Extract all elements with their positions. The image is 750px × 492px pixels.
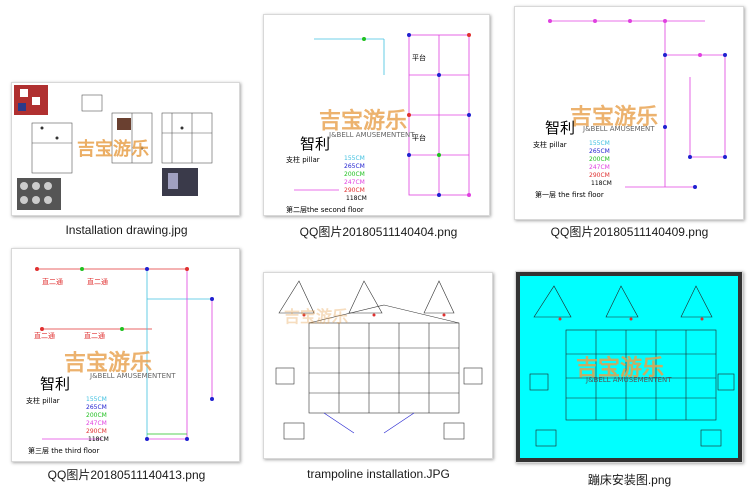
watermark-text: J&BELL AMUSEMENTENT bbox=[586, 376, 672, 384]
watermark-text: J&BELL AMUSEMENTENT bbox=[329, 131, 415, 139]
slide-label: 直二通 bbox=[34, 332, 55, 340]
watermark-logo: 吉宝游乐 bbox=[570, 105, 659, 130]
file-tile-qq-0413[interactable]: 直二通 直二通 直二通 直二通 吉宝游乐 J&BELL AMUSEMENTENT… bbox=[4, 246, 249, 492]
platform-label: 平台 bbox=[412, 134, 426, 142]
legend-290: 290CM bbox=[344, 187, 365, 194]
teal-canvas bbox=[520, 276, 738, 458]
pillar-label: 支柱 pillar bbox=[533, 141, 567, 149]
installation-drawing-preview bbox=[14, 85, 213, 210]
file-name: QQ图片20180511140413.png bbox=[47, 468, 206, 482]
legend-265: 265CM bbox=[589, 148, 610, 155]
second-floor-drawing-preview bbox=[294, 33, 471, 197]
legend-155: 155CM bbox=[344, 155, 365, 162]
watermark-logo: 吉宝游乐 bbox=[284, 307, 349, 326]
legend-247: 247CM bbox=[589, 164, 610, 171]
floor-label: 第一层 the first floor bbox=[535, 191, 604, 199]
legend-247: 247CM bbox=[86, 420, 107, 427]
file-name: QQ图片20180511140404.png bbox=[299, 225, 458, 239]
thumbnail: 平台 平台 吉宝游乐 J&BELL AMUSEMENTENT 智利 支柱 pil… bbox=[263, 14, 490, 216]
watermark-text: J&BELL AMUSEMENT bbox=[583, 125, 655, 133]
file-tile-qq-0409[interactable]: 吉宝游乐 J&BELL AMUSEMENT 智利 支柱 pillar 155CM… bbox=[507, 4, 750, 250]
legend-265: 265CM bbox=[86, 404, 107, 411]
legend-290: 290CM bbox=[86, 428, 107, 435]
first-floor-drawing-preview bbox=[548, 19, 727, 189]
legend-200: 200CM bbox=[344, 171, 365, 178]
legend-265: 265CM bbox=[344, 163, 365, 170]
file-name: trampoline installation.JPG bbox=[307, 467, 450, 481]
file-name: QQ图片20180511140409.png bbox=[550, 225, 709, 239]
trampoline-cn-drawing-preview bbox=[529, 285, 735, 447]
legend-155: 155CM bbox=[86, 396, 107, 403]
file-tile-installation-drawing[interactable]: 吉宝游乐 Installation drawing.jpg bbox=[4, 72, 249, 318]
watermark-text: J&BELL AMUSEMENTENT bbox=[90, 372, 176, 380]
brand-label: 智利 bbox=[300, 135, 331, 153]
file-tile-qq-0404[interactable]: 平台 平台 吉宝游乐 J&BELL AMUSEMENTENT 智利 支柱 pil… bbox=[256, 4, 501, 250]
thumbnail: 吉宝游乐 bbox=[263, 272, 493, 459]
pillar-label: 支柱 pillar bbox=[26, 397, 60, 405]
thumbnail: 吉宝游乐 J&BELL AMUSEMENTENT bbox=[515, 271, 743, 463]
thumbnail: 吉宝游乐 J&BELL AMUSEMENT 智利 支柱 pillar 155CM… bbox=[514, 6, 744, 220]
trampoline-drawing-preview bbox=[275, 280, 483, 440]
watermark-logo: 吉宝游乐 bbox=[576, 356, 665, 381]
legend-155: 155CM bbox=[589, 140, 610, 147]
watermark-logo: 吉宝游乐 bbox=[64, 351, 153, 376]
watermark-logo: 吉宝游乐 bbox=[319, 109, 408, 134]
legend-118: 118CM bbox=[346, 195, 367, 202]
thumbnail: 吉宝游乐 bbox=[11, 82, 240, 216]
legend-118: 118CM bbox=[591, 180, 612, 187]
file-name: 蹦床安装图.png bbox=[587, 473, 672, 487]
legend-200: 200CM bbox=[589, 156, 610, 163]
brand-label: 智利 bbox=[40, 375, 71, 393]
pillar-label: 支柱 pillar bbox=[286, 156, 320, 164]
floor-label: 第三层 the third floor bbox=[28, 447, 100, 455]
legend-200: 200CM bbox=[86, 412, 107, 419]
thumbnail: 直二通 直二通 直二通 直二通 吉宝游乐 J&BELL AMUSEMENTENT… bbox=[11, 248, 240, 462]
floor-label: 第二层the second floor bbox=[286, 206, 364, 214]
file-tile-trampoline-cn[interactable]: 吉宝游乐 J&BELL AMUSEMENTENT 蹦床安装图.png bbox=[507, 246, 750, 492]
legend-247: 247CM bbox=[344, 179, 365, 186]
legend-290: 290CM bbox=[589, 172, 610, 179]
brand-label: 智利 bbox=[545, 119, 576, 137]
slide-label: 直二通 bbox=[42, 278, 63, 286]
slide-label: 直二通 bbox=[84, 332, 105, 340]
watermark-logo: 吉宝游乐 bbox=[77, 139, 149, 160]
file-name: Installation drawing.jpg bbox=[65, 223, 188, 237]
file-tile-trampoline-installation[interactable]: 吉宝游乐 trampoline installation.JPG bbox=[256, 246, 501, 492]
third-floor-drawing-preview bbox=[35, 267, 214, 441]
platform-label: 平台 bbox=[412, 54, 426, 62]
legend-118: 118CM bbox=[88, 436, 109, 443]
slide-label: 直二通 bbox=[87, 278, 108, 286]
